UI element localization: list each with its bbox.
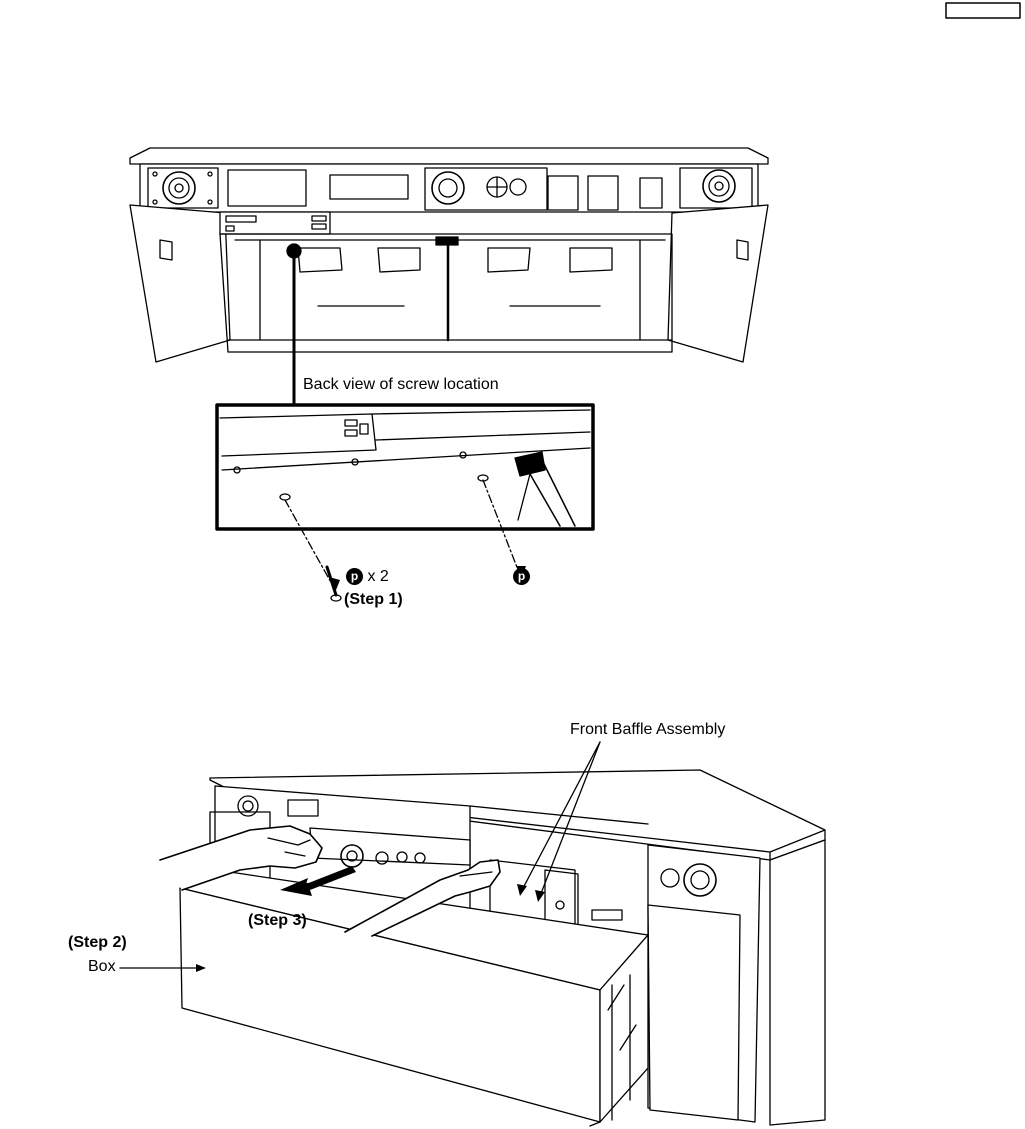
screw-right-label: p — [513, 568, 530, 586]
step2-label: (Step 2) — [68, 934, 127, 951]
screw-p-badge-icon: p — [513, 568, 530, 586]
bracket-leader — [517, 473, 531, 521]
front-baffle-assembly-label: Front Baffle Assembly — [570, 721, 726, 738]
screw-icon — [325, 565, 342, 602]
screw-left-label: p x 2 — [346, 568, 389, 586]
screw-count: x 2 — [367, 568, 389, 585]
callout-title: Back view of screw location — [303, 376, 499, 393]
cabinet-perspective-view — [159, 769, 826, 1127]
screw-location-inset — [215, 403, 595, 531]
step3-label: (Step 3) — [248, 912, 307, 929]
step1-label: (Step 1) — [344, 591, 403, 608]
step3-pull-arrow — [280, 866, 356, 896]
front-baffle-leader-2 — [539, 741, 601, 897]
page-corner-label-box — [945, 2, 1021, 19]
screw-path-left — [284, 499, 334, 587]
screw-path-right — [482, 479, 521, 576]
screw-p-badge-icon: p — [346, 568, 363, 586]
box-label: Box — [88, 958, 116, 975]
cabinet-back-view — [129, 147, 769, 363]
front-baffle-leader-1 — [521, 741, 601, 891]
